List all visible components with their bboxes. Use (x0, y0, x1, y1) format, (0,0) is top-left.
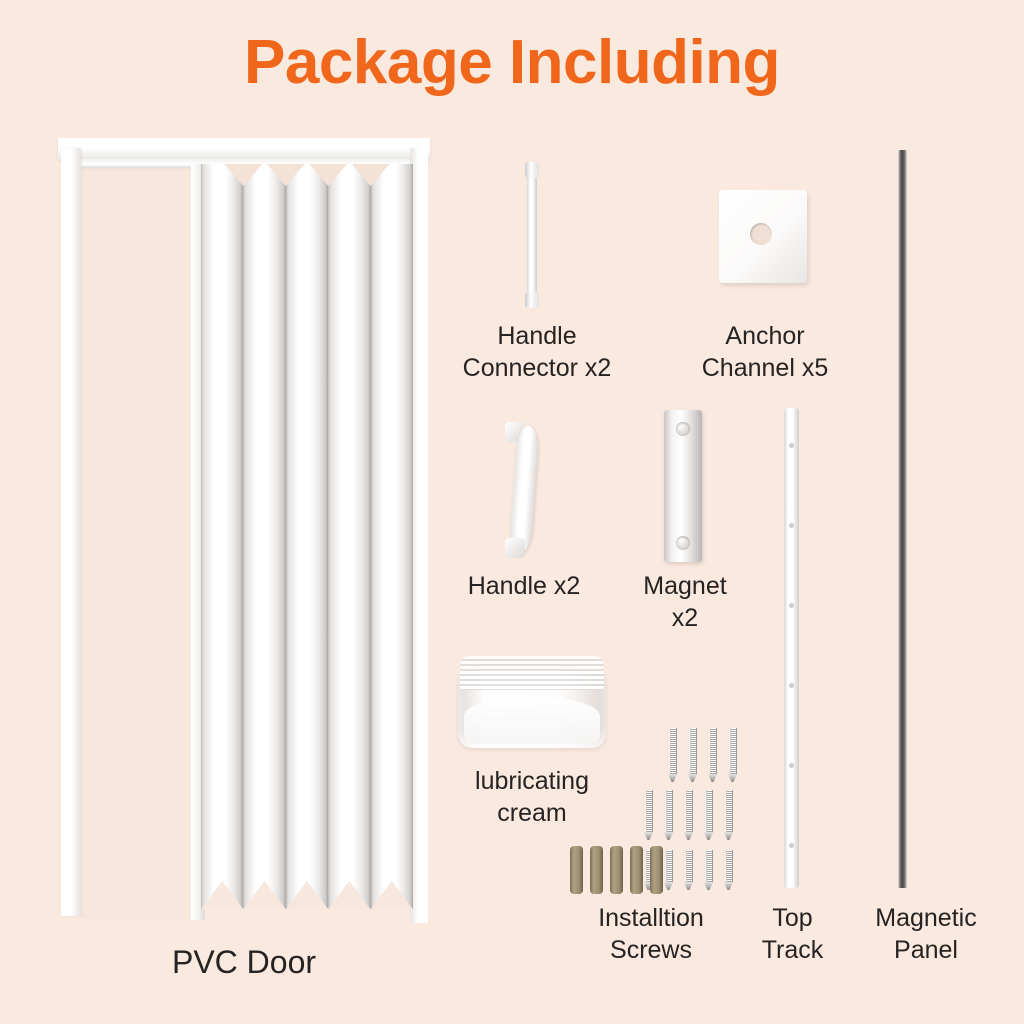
label-handle: Handle x2 (467, 572, 581, 600)
screw-head (664, 882, 673, 890)
handle-icon (505, 420, 547, 560)
magnet-hole-top (676, 422, 690, 436)
screw (708, 728, 717, 782)
label-magnet: Magnet x2 (643, 572, 727, 632)
label-installtion-screws: Installtion Screws (598, 904, 704, 964)
track-hole (789, 603, 794, 608)
label-top-track: Top Track (761, 904, 824, 964)
magnet-icon (664, 410, 702, 562)
label-lubricating-cream: lubricating cream (475, 767, 589, 827)
top-track-icon (784, 408, 799, 888)
door-frame-right (410, 148, 428, 923)
track-hole (789, 683, 794, 688)
screw-shaft (670, 728, 677, 775)
door-frame-header (70, 159, 418, 168)
door-pleat-face (328, 164, 371, 909)
door-pleat (370, 164, 413, 909)
magnet-hole-bottom (676, 536, 690, 550)
door-pleat (243, 164, 286, 909)
pvc-door-illustration (58, 138, 430, 928)
door-pleat (201, 164, 244, 909)
screw-shaft (706, 850, 713, 883)
screw-shaft (686, 850, 693, 883)
handle-foot-bottom (505, 538, 525, 558)
magnetic-panel-icon (898, 150, 907, 888)
screw-head (664, 832, 673, 840)
screw (728, 728, 737, 782)
track-hole (789, 523, 794, 528)
track-hole (789, 843, 794, 848)
screw-shaft (690, 728, 697, 775)
screw-shaft (710, 728, 717, 775)
screw (664, 790, 673, 840)
door-pleat-face (370, 164, 413, 909)
wall-anchor (630, 846, 643, 894)
jar-cream-contents (464, 698, 600, 744)
door-pleat-face (243, 164, 286, 909)
door-pleat-face (285, 164, 329, 909)
screw-shaft (726, 790, 733, 833)
screw-head (684, 832, 693, 840)
screw (644, 790, 653, 840)
screw (668, 728, 677, 782)
track-hole (789, 763, 794, 768)
screw-head (724, 882, 733, 890)
wall-anchor (610, 846, 623, 894)
track-hole (789, 443, 794, 448)
door-pleat-face (201, 164, 244, 909)
door-opening (81, 168, 203, 918)
page-title: Package Including (244, 28, 780, 97)
screw (704, 790, 713, 840)
screw-head (644, 882, 653, 890)
screw-head (708, 774, 717, 782)
screw (684, 790, 693, 840)
handle-connector-icon (525, 162, 539, 308)
wall-anchor (570, 846, 583, 894)
screw (688, 728, 697, 782)
wall-anchor (650, 846, 663, 894)
screw-shaft (686, 790, 693, 833)
lubricating-cream-icon (458, 656, 606, 748)
label-magnetic-panel: Magnetic Panel (875, 904, 977, 964)
screw-head (644, 832, 653, 840)
screw (724, 850, 733, 890)
screw (684, 850, 693, 890)
handle-bar (508, 426, 540, 554)
screw-shaft (706, 790, 713, 833)
jar-lid (460, 656, 604, 690)
screw-shaft (646, 790, 653, 833)
door-pleat (328, 164, 371, 909)
door-frame-left (61, 148, 81, 916)
screw (724, 790, 733, 840)
screw-head (728, 774, 737, 782)
screw-shaft (666, 790, 673, 833)
screw-shaft (730, 728, 737, 775)
connector-cap-top (525, 162, 539, 178)
screw-shaft (726, 850, 733, 883)
screw-head (704, 832, 713, 840)
anchor-channel-hole (750, 223, 772, 245)
accordion-panels (201, 164, 413, 924)
door-pleat (285, 164, 329, 909)
label-handle-connector: Handle Connector x2 (462, 322, 612, 382)
screw-head (688, 774, 697, 782)
screw (664, 850, 673, 890)
installation-screws-icon (556, 728, 746, 894)
screw-head (684, 882, 693, 890)
screw (704, 850, 713, 890)
screw-head (724, 832, 733, 840)
screw-head (704, 882, 713, 890)
screw-head (668, 774, 677, 782)
label-pvc-door: PVC Door (171, 944, 317, 980)
label-anchor-channel: Anchor Channel x5 (701, 322, 829, 382)
wall-anchor (590, 846, 603, 894)
door-frame-top (58, 138, 430, 160)
connector-cap-bottom (525, 292, 539, 308)
screw-shaft (666, 850, 673, 883)
anchor-channel-icon (719, 190, 807, 283)
